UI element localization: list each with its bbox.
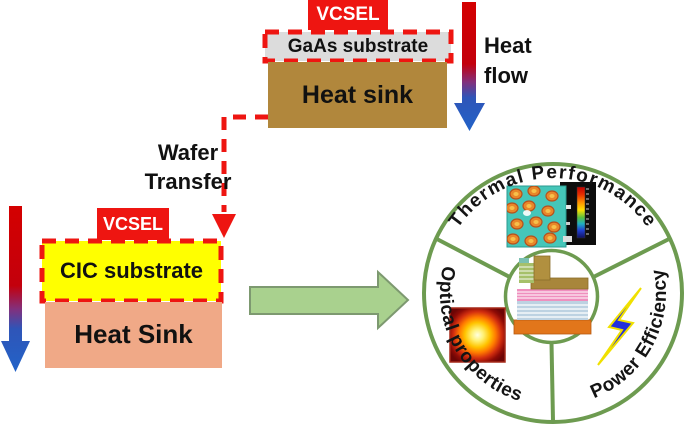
heat-sink-top-box: [268, 62, 447, 128]
thermal-map-image: [506, 182, 596, 248]
cic-substrate-label: CIC substrate: [59, 258, 204, 284]
sector-divider-right: [592, 236, 672, 279]
heat-flow-label-line1: Heat: [484, 33, 532, 59]
heat-sink-top-label: Heat sink: [301, 80, 414, 109]
sector-divider-left: [434, 236, 511, 279]
cic-substrate-box: [39, 238, 224, 304]
beam-profile-image: [449, 307, 506, 363]
heat-flow-label-line2: flow: [484, 63, 528, 89]
lightning-bolt-icon: [597, 287, 642, 366]
heat-sink-bottom-box: [45, 302, 222, 368]
wafer-transfer-label-line1: Wafer: [157, 139, 219, 165]
gaas-substrate-box: [262, 29, 454, 64]
heat-flow-arrow-icon: [454, 2, 485, 131]
wafer-transfer-arrowhead-icon: [212, 214, 236, 238]
vcsel-structure-image: [513, 255, 592, 335]
vcsel-label-top: VCSEL: [316, 4, 380, 26]
sector-divider-bottom: [549, 342, 555, 422]
gaas-substrate-label: GaAs substrate: [287, 35, 429, 57]
thermal-colorbar: [576, 186, 586, 239]
vcsel-chip-top: [308, 0, 388, 30]
heat-flow-arrow-left-icon: [1, 206, 30, 372]
vcsel-label-bottom: VCSEL: [102, 213, 163, 234]
vcsel-chip-bottom: [97, 208, 169, 240]
heat-sink-bottom-label: Heat Sink: [74, 319, 193, 350]
wafer-transfer-label-line2: Transfer: [144, 168, 232, 194]
wafer-transfer-dashed-path: [221, 114, 268, 212]
result-arrow-icon: [249, 269, 410, 331]
